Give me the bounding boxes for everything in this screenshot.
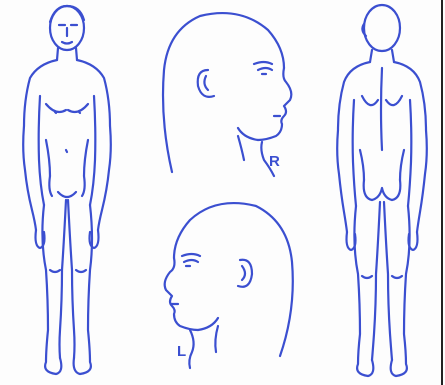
head-r-jaw — [238, 128, 258, 140]
back-buttocks — [364, 180, 401, 200]
front-arm-inner-left — [39, 96, 44, 205]
back-spine — [381, 68, 382, 150]
front-torso-right — [77, 60, 111, 230]
back-arm-inner-left — [353, 100, 356, 206]
head-l-ear-inner — [242, 266, 245, 280]
front-leg-left-inner — [60, 200, 67, 358]
back-leg-left-inner — [372, 202, 380, 360]
back-body-figure — [337, 5, 427, 376]
head-r-skull — [163, 13, 284, 172]
head-l-neck — [189, 326, 218, 368]
right-side-label: R — [269, 153, 280, 170]
front-groin — [58, 192, 76, 197]
front-waist — [46, 140, 88, 176]
head-l-face — [165, 258, 198, 330]
head-r-ear-inner — [204, 76, 208, 90]
head-l-brow — [182, 254, 200, 256]
front-navel — [66, 150, 67, 152]
back-head — [364, 5, 400, 51]
front-chest — [46, 104, 88, 112]
head-right-profile — [163, 13, 291, 176]
back-knees — [362, 276, 402, 278]
front-leg-right-outer — [74, 205, 92, 374]
head-r-eye — [258, 68, 272, 74]
front-hips — [49, 176, 84, 196]
back-leg-left-outer — [354, 206, 373, 376]
head-r-face — [258, 68, 291, 140]
back-arm-inner-right — [408, 100, 411, 206]
front-torso-left — [23, 60, 57, 230]
back-leg-right-inner — [384, 202, 392, 360]
head-l-eye — [184, 260, 198, 266]
front-leg-right-inner — [68, 200, 75, 358]
front-knees — [50, 270, 86, 272]
front-face — [59, 25, 77, 44]
page-edge — [441, 0, 443, 385]
head-r-ear — [198, 70, 214, 97]
back-leg-right-outer — [391, 206, 410, 376]
left-side-label: L — [177, 343, 186, 360]
back-waist — [360, 150, 404, 180]
head-l-jaw — [198, 318, 218, 330]
head-r-brow — [254, 62, 272, 64]
front-hand-right — [90, 230, 99, 248]
front-body-figure — [23, 6, 111, 374]
front-arm-inner-right — [90, 96, 95, 205]
